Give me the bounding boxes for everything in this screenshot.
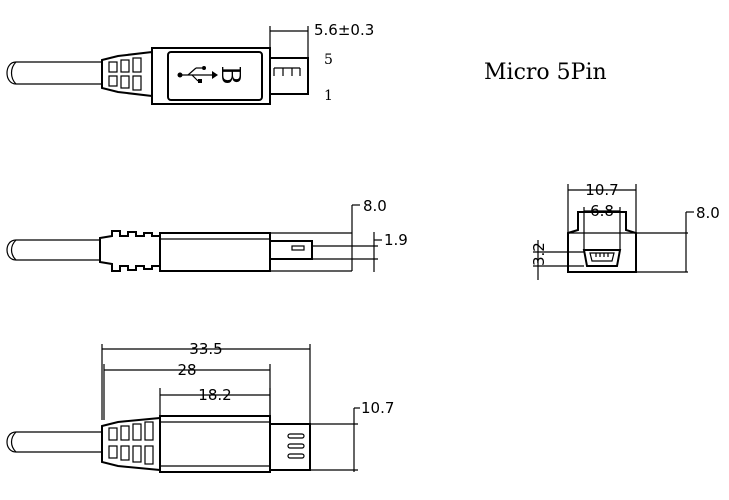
dim-end-inner-width-label: 6.8 (590, 202, 614, 220)
bottom-view: 33.5 28 18.2 10.7 (6, 340, 394, 473)
dim-end-height-label: 8.0 (696, 204, 720, 222)
dim-body-length: 28 (103, 361, 271, 420)
bottom-strain-relief (101, 416, 161, 472)
dim-end-opening: 3.2 (530, 240, 584, 280)
dim-plug-length: 5.6±0.3 (269, 21, 374, 58)
dim-end-opening-label: 3.2 (530, 242, 548, 266)
top-metal-plug (269, 57, 309, 95)
end-view-outline (567, 211, 637, 273)
drawing-title: Micro 5Pin (484, 60, 607, 85)
dim-end-inner-width: 6.8 (583, 202, 621, 250)
usb-trident-icon (177, 66, 218, 83)
plug-type-letter: B (215, 65, 245, 84)
dim-bottom-width: 10.7 (310, 399, 394, 472)
side-strain-relief (99, 230, 161, 272)
dim-end-outer-width: 10.7 (567, 181, 637, 233)
dim-body-length-label: 28 (177, 361, 196, 379)
dim-bottom-width-label: 10.7 (361, 399, 394, 417)
top-strain-relief (101, 50, 153, 98)
dim-side-height-label: 8.0 (363, 197, 387, 215)
top-cable (6, 61, 102, 85)
dim-end-outer-width-label: 10.7 (585, 181, 618, 199)
dim-tongue: 1.9 (312, 231, 408, 272)
bottom-cable (6, 431, 102, 453)
side-cable (6, 239, 100, 261)
end-view: 10.7 6.8 8.0 3.2 (530, 181, 720, 280)
pin-1-label: 1 (324, 88, 333, 104)
dim-overall-length-label: 33.5 (189, 340, 222, 358)
top-housing-label-panel (167, 51, 263, 101)
pin-5-label: 5 (324, 52, 333, 68)
dim-tongue-label: 1.9 (384, 231, 408, 249)
side-metal-plug (269, 240, 313, 260)
dim-side-height: 8.0 (270, 197, 387, 272)
dim-overall-length: 33.5 (101, 340, 311, 424)
dim-end-height: 8.0 (636, 204, 720, 273)
top-housing (151, 47, 271, 105)
dim-housing-length-label: 18.2 (198, 386, 231, 404)
bottom-housing (159, 415, 271, 473)
dim-plug-length-label: 5.6±0.3 (314, 21, 374, 39)
bottom-metal-plug (269, 423, 311, 471)
side-view: 8.0 1.9 (6, 197, 408, 272)
end-view-receptacle-slot (582, 249, 622, 267)
dim-housing-length: 18.2 (159, 386, 271, 416)
top-view: B 5.6±0.3 5 1 (6, 21, 374, 105)
